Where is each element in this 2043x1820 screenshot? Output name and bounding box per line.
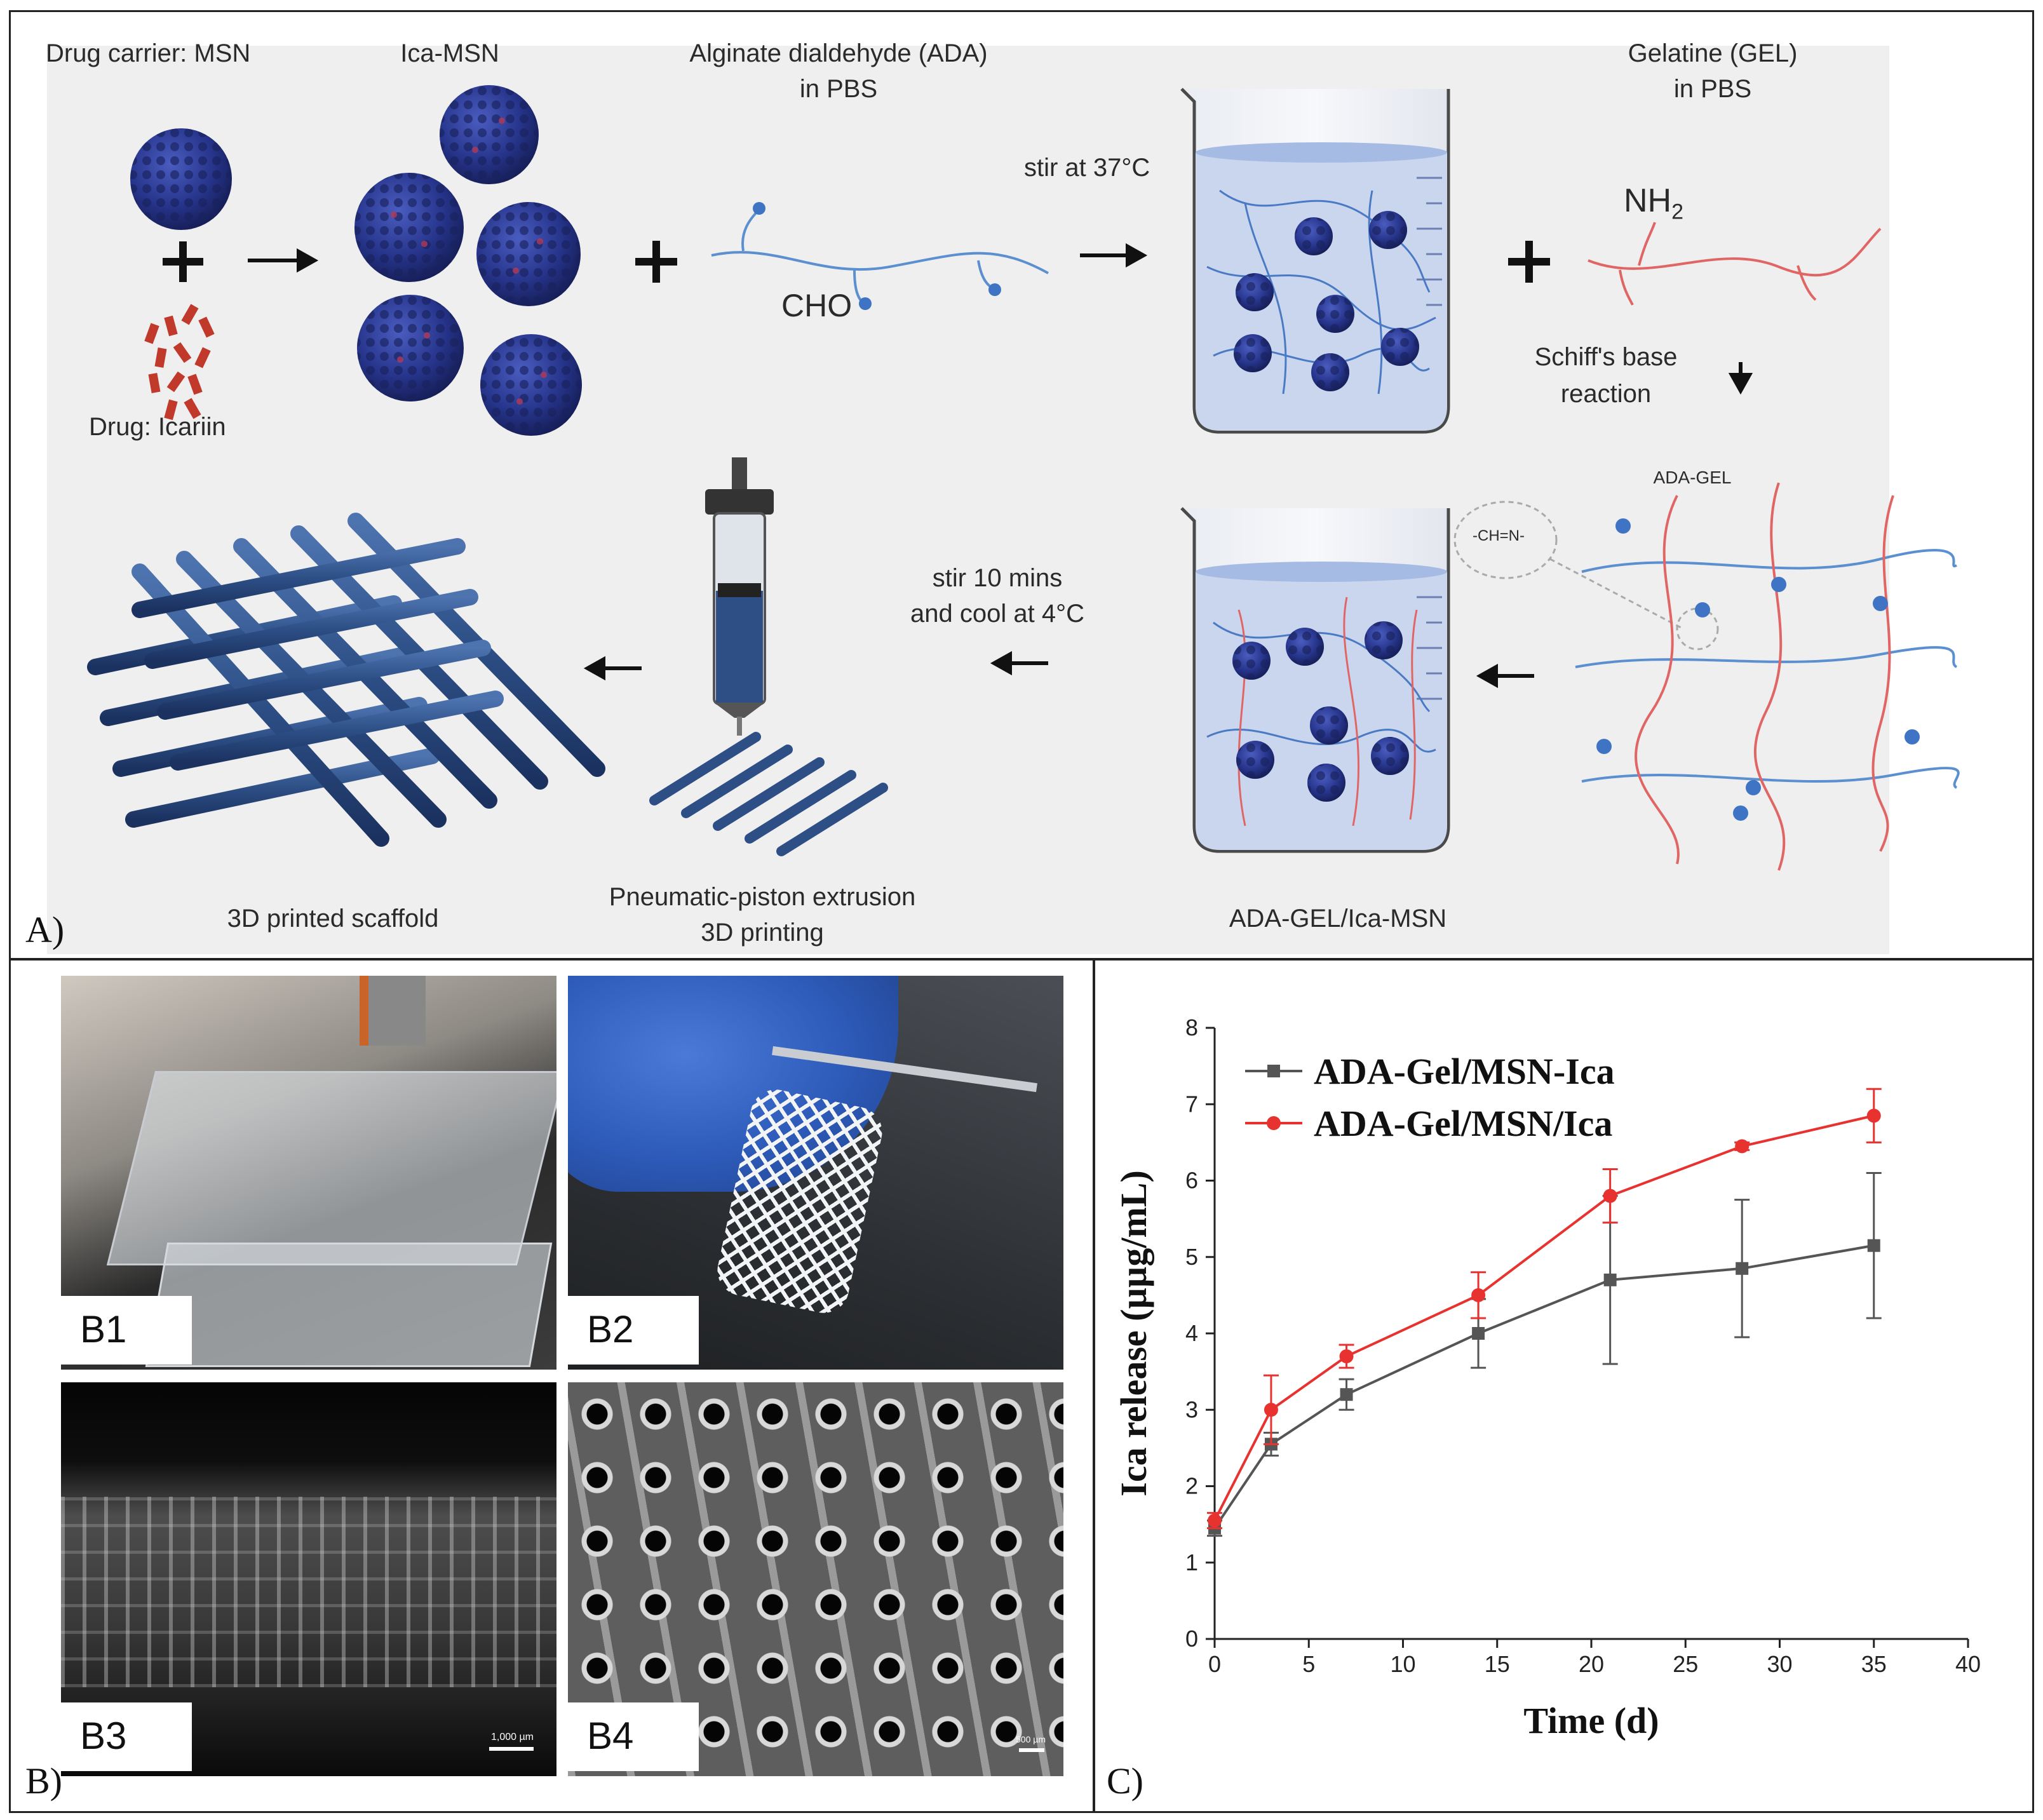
well-plate: [145, 1243, 553, 1367]
label-nh2-sub: 2: [1671, 199, 1684, 224]
photo-tag-b2: B2: [568, 1296, 699, 1365]
label-stir-10-1: stir 10 mins: [932, 564, 1063, 592]
label-stir-37: stir at 37°C: [1024, 154, 1150, 182]
photo-tag-b1: B1: [61, 1296, 192, 1365]
b3-strut-texture: [61, 1497, 556, 1687]
gel-polymer-chain: [1588, 222, 1882, 306]
plus-signs: [163, 241, 1550, 283]
b4-scale-label: 500 µm: [1016, 1734, 1046, 1744]
legend-label-2: ADA-Gel/MSN/Ica: [1314, 1103, 1612, 1144]
y-tick-label: 3: [1185, 1396, 1198, 1422]
label-drug-carrier: Drug carrier: MSN: [46, 39, 251, 67]
data-point-circle: [1735, 1139, 1750, 1154]
data-point-square: [1340, 1388, 1353, 1401]
label-stir-10-2: and cool at 4°C: [910, 600, 1084, 628]
icariin-drug-rods: [144, 304, 215, 421]
label-product: ADA-GEL/Ica-MSN: [1229, 905, 1447, 933]
label-imine: -CH=N-: [1473, 527, 1525, 544]
x-tick-label: 25: [1673, 1651, 1698, 1677]
x-axis-title: Time (d): [1523, 1700, 1659, 1741]
x-tick-label: 5: [1302, 1651, 1315, 1677]
data-point-circle: [1866, 1109, 1881, 1123]
process-arrows: [248, 243, 1753, 689]
legend-label-1: ADA-Gel/MSN-Ica: [1314, 1051, 1615, 1092]
b3-scale-bar: [489, 1747, 534, 1751]
y-tick-label: 6: [1185, 1168, 1198, 1194]
label-nh2-main: NH: [1624, 182, 1672, 219]
label-drug-icariin: Drug: Icariin: [89, 413, 226, 441]
photo-tag-b4: B4: [568, 1702, 699, 1771]
photo-b3-side-view: 1,000 µm: [61, 1382, 556, 1776]
photo-tag-b3: B3: [61, 1702, 192, 1771]
printed-strands: [649, 732, 888, 856]
x-tick-label: 40: [1955, 1651, 1981, 1677]
label-scaffold: 3D printed scaffold: [227, 905, 439, 933]
label-extrusion-2: 3D printing: [701, 919, 824, 947]
data-point-circle: [1339, 1349, 1354, 1364]
label-ada-gel: ADA-GEL: [1653, 468, 1732, 487]
label-extrusion-1: Pneumatic-piston extrusion: [609, 883, 916, 911]
ada-gel-network: [1453, 482, 1960, 871]
label-cho: CHO: [781, 288, 853, 323]
syringe-extruder: [705, 457, 774, 736]
beaker-ada-gel-msn: [1180, 507, 1450, 853]
msn-particle: [130, 128, 232, 230]
data-point-circle: [1208, 1513, 1222, 1528]
data-point-circle: [1264, 1403, 1278, 1417]
series-line-1: [1213, 1244, 1875, 1529]
label-gel-title-2: in PBS: [1673, 75, 1752, 103]
print-bed: [106, 1071, 556, 1265]
y-tick-label: 5: [1185, 1244, 1198, 1270]
x-tick-label: 20: [1579, 1651, 1604, 1677]
chart-series: [1207, 1088, 1882, 1537]
b3-scale-label: 1,000 µm: [490, 1732, 534, 1742]
panel-b-letter: B): [25, 1760, 62, 1802]
data-point-square: [1603, 1273, 1617, 1286]
x-tick-label: 0: [1208, 1651, 1221, 1677]
label-ada-title-2: in PBS: [799, 75, 878, 103]
label-schiff-2: reaction: [1560, 380, 1652, 408]
data-point-circle: [1603, 1189, 1617, 1203]
label-gel-title-1: Gelatine (GEL): [1628, 39, 1798, 67]
photo-b2-scaffold-hand: [568, 976, 1063, 1370]
data-point-square: [1472, 1327, 1485, 1340]
data-point-square: [1867, 1239, 1880, 1252]
x-tick-label: 10: [1390, 1651, 1415, 1677]
label-nh2: NH2: [1624, 182, 1683, 224]
y-tick-label: 0: [1185, 1626, 1198, 1652]
ada-aldehyde-groups: [753, 202, 1001, 310]
x-tick-label: 35: [1861, 1651, 1887, 1677]
y-tick-label: 2: [1185, 1473, 1198, 1499]
y-tick-label: 1: [1185, 1549, 1198, 1575]
legend-marker-circle: [1267, 1116, 1281, 1130]
data-point-circle: [1471, 1288, 1486, 1302]
x-tick-label: 30: [1767, 1651, 1792, 1677]
x-tick-label: 15: [1485, 1651, 1510, 1677]
panel-c-frame: [1093, 958, 2034, 1813]
data-point-square: [1736, 1262, 1749, 1275]
beaker-ada-msn: [1180, 88, 1450, 434]
y-tick-label: 4: [1185, 1320, 1198, 1346]
y-tick-label: 7: [1185, 1091, 1198, 1117]
legend-marker-square: [1267, 1065, 1280, 1077]
y-axis-title: Ica release (µµg/mL): [1113, 1170, 1154, 1497]
series-line-2: [1213, 1114, 1875, 1521]
panel-a-schematic: [87, 85, 1960, 871]
panel-a-letter: A): [25, 909, 65, 950]
panel-c-letter: C): [1107, 1760, 1143, 1802]
label-ada-title-1: Alginate dialdehyde (ADA): [689, 39, 988, 67]
label-schiff-1: Schiff's base: [1534, 343, 1678, 371]
nozzle-head: [360, 976, 426, 1046]
label-ica-msn: Ica-MSN: [400, 39, 499, 67]
scaffold-lattice: [87, 513, 605, 847]
b4-scale-bar: [1019, 1748, 1044, 1752]
y-tick-label: 8: [1185, 1014, 1198, 1041]
ica-msn-particles: [354, 85, 582, 436]
